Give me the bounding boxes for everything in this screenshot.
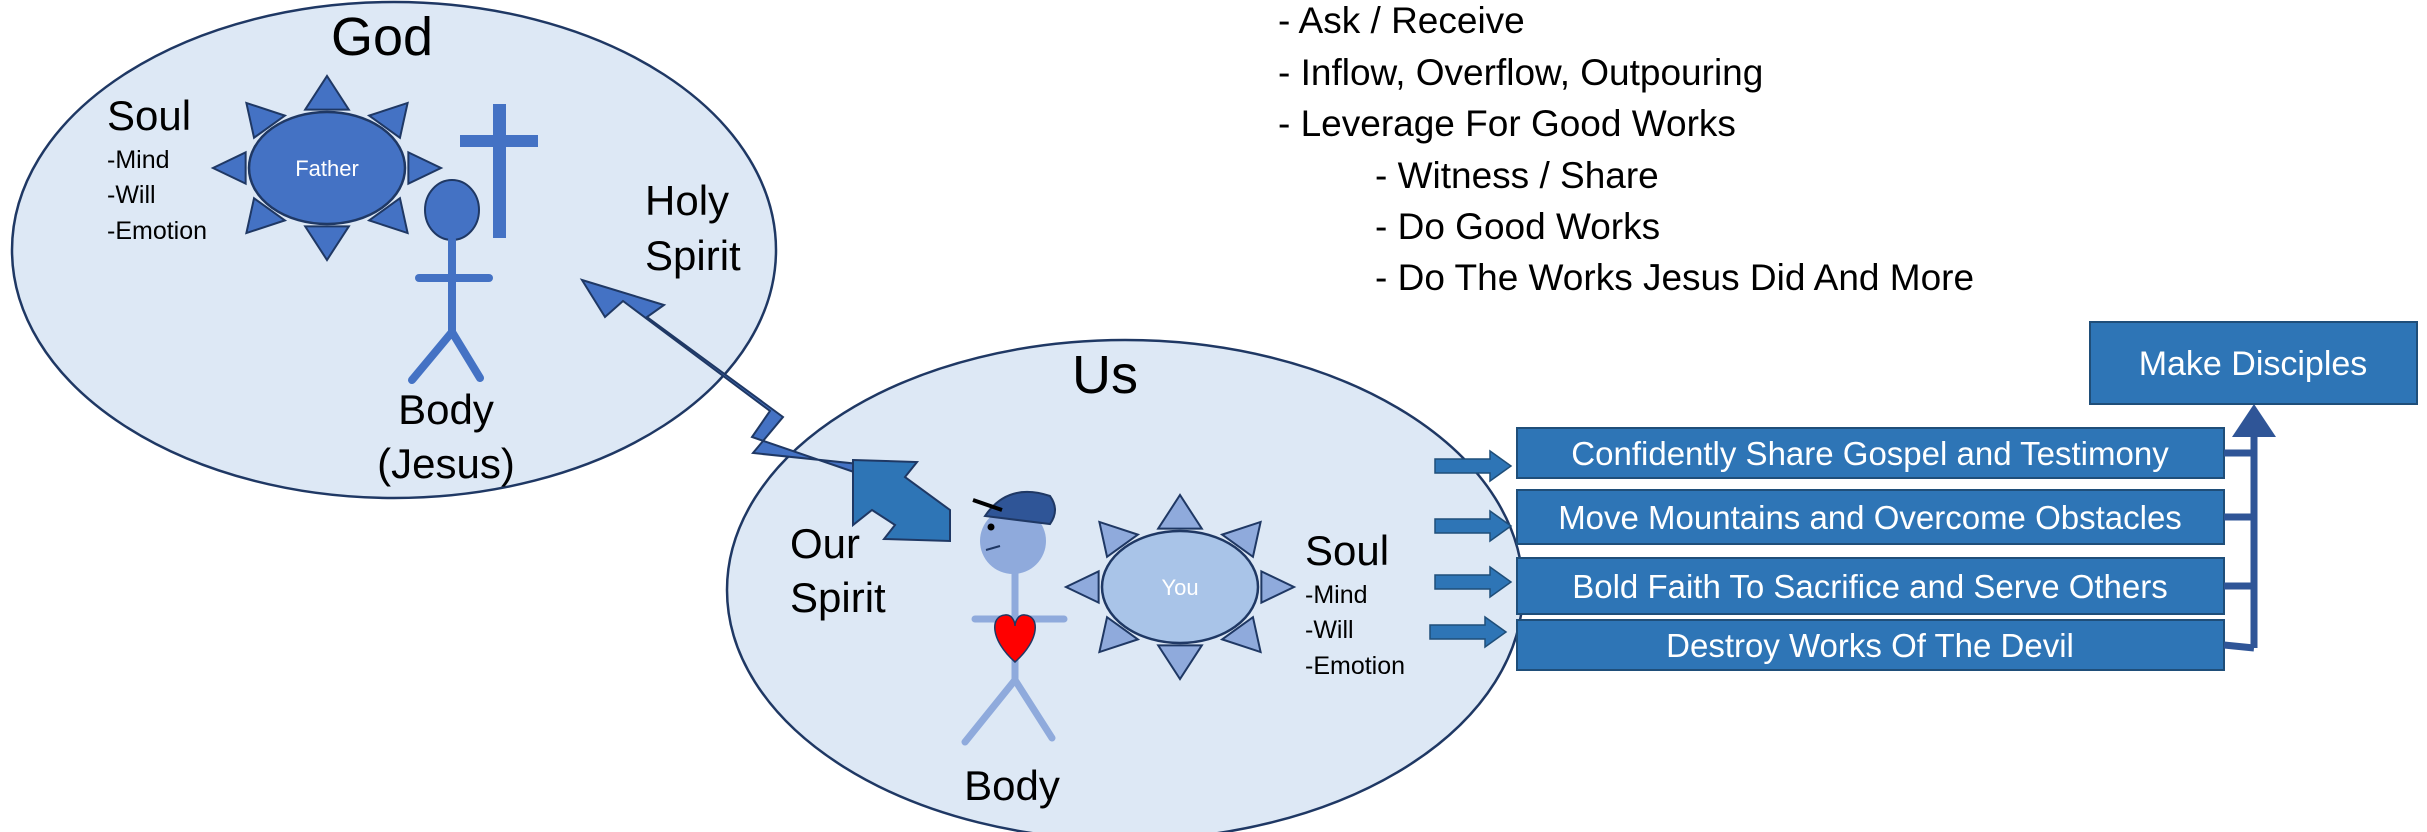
sun-ray xyxy=(303,74,351,111)
us-soul-emotion: -Emotion xyxy=(1305,652,1405,680)
action-arrow-icon xyxy=(1434,565,1513,599)
sun-ray xyxy=(1260,569,1297,605)
sun-ray xyxy=(1098,520,1141,559)
god-soul-label: Soul xyxy=(107,92,191,139)
sun-ray xyxy=(1156,644,1204,681)
father-sun-label: Father xyxy=(295,156,359,181)
action-label-destroy-works: Destroy Works Of The Devil xyxy=(1666,627,2074,664)
note-good-works: - Do Good Works xyxy=(1375,206,1660,247)
god-body-jesus: (Jesus) xyxy=(377,440,515,487)
note-leverage: - Leverage For Good Works xyxy=(1278,103,1736,144)
sun-core xyxy=(1100,529,1260,645)
sun-ray xyxy=(366,101,409,140)
sun-ray xyxy=(245,101,288,140)
god-body-label: Body xyxy=(398,386,494,433)
make-disciples-label: Make Disciples xyxy=(2139,345,2368,383)
sun-core xyxy=(247,110,407,226)
us-body-label: Body xyxy=(964,762,1060,809)
us-soul-mind: -Mind xyxy=(1305,581,1368,609)
sun-ray xyxy=(1063,569,1100,605)
note-ask-receive: - Ask / Receive xyxy=(1278,0,1525,41)
action-box-move-mountains: Move Mountains and Overcome Obstacles xyxy=(1516,489,2225,545)
sun-ray xyxy=(1219,615,1262,654)
us-soul-label: Soul xyxy=(1305,527,1389,574)
action-label-move-mountains: Move Mountains and Overcome Obstacles xyxy=(1558,499,2182,536)
us-spirit-label-1: Our xyxy=(790,520,860,567)
action-label-share-gospel: Confidently Share Gospel and Testimony xyxy=(1571,435,2169,472)
action-label-bold-faith: Bold Faith To Sacrifice and Serve Others xyxy=(1572,568,2168,605)
make-disciples-box: Make Disciples xyxy=(2089,321,2418,405)
god-ellipse xyxy=(10,0,778,500)
sun-ray xyxy=(210,150,247,186)
note-witness: - Witness / Share xyxy=(1375,155,1659,196)
you-sun-icon xyxy=(1063,493,1297,681)
us-spirit-label-2: Spirit xyxy=(790,574,886,621)
holy-spirit-label-1: Holy xyxy=(645,177,729,224)
sun-ray xyxy=(303,225,351,262)
god-title: God xyxy=(331,7,433,67)
note-works-jesus: - Do The Works Jesus Did And More xyxy=(1375,257,1974,298)
action-arrow-icon xyxy=(1434,449,1513,483)
you-sun-label: You xyxy=(1161,575,1198,600)
action-arrow-icon xyxy=(1434,509,1513,543)
sun-ray xyxy=(366,196,409,235)
up-arrow-icon xyxy=(2232,404,2276,437)
cross-icon xyxy=(460,104,538,238)
our-spirit-double-arrow xyxy=(852,458,951,543)
god-soul-emotion: -Emotion xyxy=(107,217,207,245)
sun-ray xyxy=(245,196,288,235)
father-sun-icon xyxy=(210,74,444,262)
god-soul-will: -Will xyxy=(107,181,156,209)
god-soul-mind: -Mind xyxy=(107,146,170,174)
us-title: Us xyxy=(1072,345,1138,405)
jesus-figure-icon xyxy=(408,179,493,384)
connector-bracket xyxy=(2223,435,2258,652)
action-arrow-icon xyxy=(1429,615,1508,649)
action-arrows xyxy=(1429,449,1513,649)
sun-ray xyxy=(1219,520,1262,559)
sun-ray xyxy=(1156,493,1204,530)
sun-ray xyxy=(407,150,444,186)
holy-spirit-label-2: Spirit xyxy=(645,232,741,279)
note-inflow: - Inflow, Overflow, Outpouring xyxy=(1278,52,1763,93)
action-box-bold-faith: Bold Faith To Sacrifice and Serve Others xyxy=(1516,557,2225,615)
sun-ray xyxy=(1098,615,1141,654)
action-box-destroy-works: Destroy Works Of The Devil xyxy=(1516,619,2225,671)
us-soul-will: -Will xyxy=(1305,616,1354,644)
you-head-icon xyxy=(972,491,1056,574)
notes-list: - Ask / Receive - Inflow, Overflow, Outp… xyxy=(1278,0,1974,298)
heart-icon xyxy=(994,614,1036,663)
action-box-share-gospel: Confidently Share Gospel and Testimony xyxy=(1516,427,2225,479)
